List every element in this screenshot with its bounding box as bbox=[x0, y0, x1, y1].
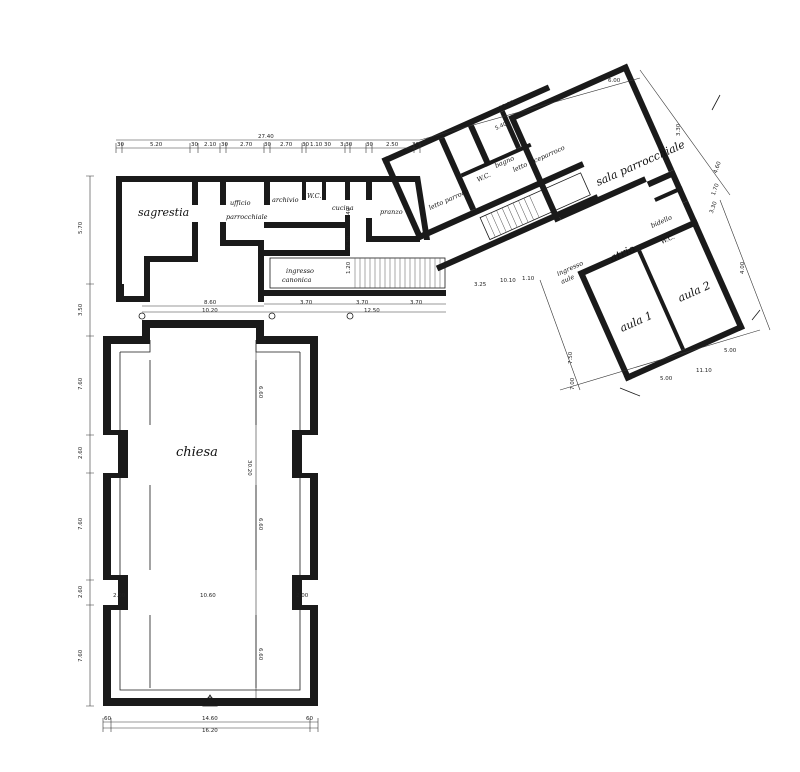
room-label-atrio: atrio bbox=[608, 242, 638, 265]
dim-top-seg: 30 bbox=[302, 142, 309, 148]
room-label-wc-mid: W.C. bbox=[476, 171, 492, 184]
dim-top-seg: 3.30 bbox=[340, 142, 353, 148]
room-label-archivio: archivio bbox=[272, 196, 299, 204]
corridor-stairs bbox=[269, 257, 446, 289]
dim-wing-misc: 7.00 bbox=[570, 377, 576, 390]
dim-top-seg: 2.10 bbox=[204, 142, 217, 148]
room-label-ufficio-1: ufficio bbox=[230, 199, 251, 207]
dim-wing: 5.00 bbox=[660, 376, 673, 382]
dim-wing-misc: 4.60 bbox=[713, 160, 723, 174]
dim-church-inner-width: 10.60 bbox=[200, 593, 216, 599]
dim-wing: 11.10 bbox=[696, 368, 712, 374]
dim-left-vert: 5.70 bbox=[78, 221, 84, 234]
church-walls bbox=[103, 320, 318, 707]
dim-bottom-edge: 60 bbox=[306, 716, 313, 722]
dim-wing: 5.00 bbox=[724, 348, 737, 354]
dim-left-vert: 3.50 bbox=[78, 303, 84, 316]
dim-top-seg: 2.50 bbox=[386, 142, 399, 148]
dim-top-seg: 30 bbox=[366, 142, 373, 148]
dim-top-seg: 2.70 bbox=[280, 142, 293, 148]
canonica-walls bbox=[116, 176, 446, 302]
right-wing-walls bbox=[508, 63, 745, 382]
dim-church-chapel: 2.00 bbox=[113, 593, 126, 599]
dim-corridor-seg: 3.70 bbox=[300, 300, 313, 306]
dim-wing-misc: 5.40 bbox=[494, 121, 508, 132]
room-label-ingresso-canonica-1: ingresso bbox=[286, 267, 314, 275]
dim-corridor-seg: 3.70 bbox=[410, 300, 423, 306]
dim-left-vert: 7.60 bbox=[78, 649, 84, 662]
dim-wing-misc: 1.20 bbox=[346, 261, 352, 274]
dim-left-vert: 2.60 bbox=[78, 446, 84, 459]
dim-top-seg: 30 bbox=[191, 142, 198, 148]
room-label-chiesa: chiesa bbox=[176, 445, 218, 460]
room-label-bidello: bidello bbox=[650, 213, 674, 229]
dim-bottom-total: 16.20 bbox=[202, 728, 218, 734]
dim-wing-misc: 10.10 bbox=[500, 278, 516, 284]
dim-left-vert: 7.60 bbox=[78, 377, 84, 390]
dim-top-seg: 30 bbox=[324, 142, 331, 148]
dim-left-vert: 7.60 bbox=[78, 517, 84, 530]
dimension-lines bbox=[86, 69, 771, 732]
room-label-cucina: cucina bbox=[332, 204, 354, 212]
dim-corridor-seg: 3.70 bbox=[356, 300, 369, 306]
dim-top-seg: 30 bbox=[412, 142, 419, 148]
dim-left-vert: 2.60 bbox=[78, 585, 84, 598]
dim-top-seg: 1.10 bbox=[310, 142, 323, 148]
room-label-wc-small: W.C. bbox=[307, 192, 321, 200]
dim-middle-width: 8.60 bbox=[204, 300, 217, 306]
room-label-ingresso-canonica-2: canonica bbox=[282, 276, 312, 284]
dim-top-seg: 2.70 bbox=[240, 142, 253, 148]
dim-top-seg: 5.20 bbox=[150, 142, 163, 148]
dim-wing: 7.50 bbox=[568, 351, 574, 364]
room-label-ufficio-2: parrocchiale bbox=[226, 213, 268, 221]
dim-wing: 4.00 bbox=[740, 261, 746, 274]
room-label-pranzo: pranzo bbox=[380, 208, 403, 216]
dim-wing: 6.00 bbox=[608, 78, 621, 84]
dim-corridor-total: 12.50 bbox=[364, 308, 380, 314]
dim-top-seg: 30 bbox=[117, 142, 124, 148]
room-label-sagrestia: sagrestia bbox=[138, 206, 189, 219]
dim-bottom-width: 14.60 bbox=[202, 716, 218, 722]
room-label-aula-2: aula 2 bbox=[676, 279, 713, 305]
dim-top-seg: 30 bbox=[264, 142, 271, 148]
dim-church-chapel: 2.00 bbox=[296, 593, 309, 599]
dim-church-right: 6.60 bbox=[257, 386, 263, 399]
dim-top-total: 27.40 bbox=[258, 134, 274, 140]
dim-wing-misc: 2.40 bbox=[346, 207, 352, 220]
dim-church-right: 6.60 bbox=[257, 518, 263, 531]
dim-church-inner-height: 30.20 bbox=[246, 460, 252, 476]
room-label-letto-parroco: letto parroco bbox=[428, 187, 470, 212]
room-label-aula-1: aula 1 bbox=[618, 309, 655, 335]
dim-wing: 12.80 bbox=[498, 100, 515, 112]
dim-middle-total: 10.20 bbox=[202, 308, 218, 314]
dimension-text: 27.40 30 5.20 30 2.10 30 2.70 30 2.70 30… bbox=[78, 78, 746, 734]
dim-wing: 3.30 bbox=[709, 200, 719, 214]
dim-wing-misc: 1.10 bbox=[522, 276, 535, 282]
dim-wing-misc: 2.50 bbox=[346, 235, 352, 248]
dim-church-right: 6.60 bbox=[257, 648, 263, 661]
dim-bottom-edge: 60 bbox=[104, 716, 111, 722]
dim-top-seg: 30 bbox=[221, 142, 228, 148]
dim-wing: 3.30 bbox=[676, 123, 682, 136]
dim-wing-misc: 1.70 bbox=[711, 182, 721, 196]
dim-wing-misc: 3.25 bbox=[474, 282, 487, 288]
